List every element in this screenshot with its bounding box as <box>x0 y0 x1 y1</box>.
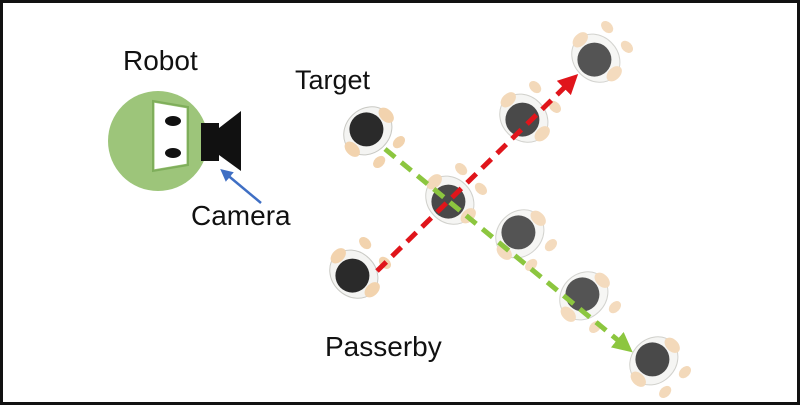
camera-pointer-arrow <box>220 168 262 204</box>
passerby-trajectory-arrow <box>375 74 579 273</box>
target-person <box>482 196 567 281</box>
target-trajectory-arrow <box>383 147 633 353</box>
passerby-label: Passerby <box>325 331 442 362</box>
camera-label: Camera <box>191 200 291 231</box>
passerby-person <box>558 11 643 96</box>
target-person <box>616 323 701 408</box>
target-label: Target <box>295 65 371 95</box>
robot-label: Robot <box>123 45 198 76</box>
passerby-person <box>316 227 401 312</box>
diagram-canvas <box>108 11 701 408</box>
target-person <box>546 258 631 343</box>
passerby-person <box>486 71 571 156</box>
camera-icon <box>201 111 241 171</box>
robot-body-icon <box>108 91 208 191</box>
